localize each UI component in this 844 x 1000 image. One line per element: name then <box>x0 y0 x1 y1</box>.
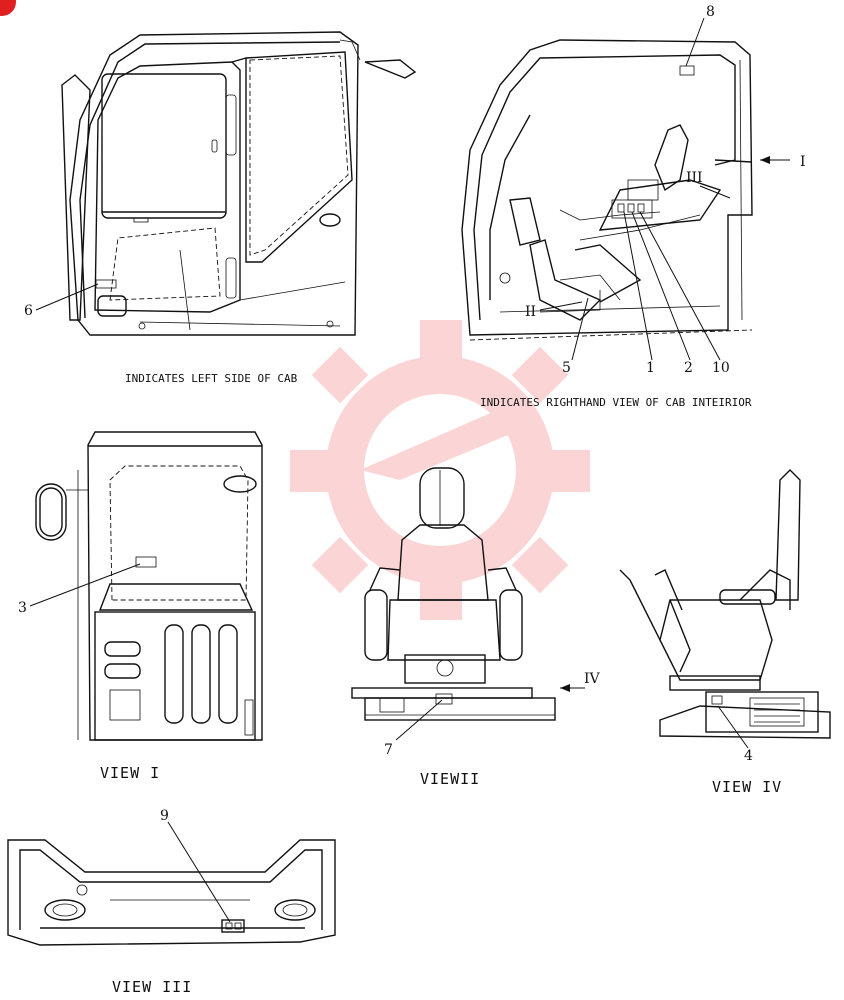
callout-9: 9 <box>160 808 169 824</box>
view-marker-2: II <box>525 304 536 320</box>
callout-2: 2 <box>684 360 693 376</box>
corner-badge-icon <box>0 0 16 16</box>
view-4-label: VIEW IV <box>712 778 782 796</box>
callout-4: 4 <box>744 748 753 764</box>
callout-1: 1 <box>646 360 655 376</box>
view-2-drawing <box>351 467 556 721</box>
right-interior-cab-drawing <box>461 39 753 341</box>
callout-6: 6 <box>24 303 33 319</box>
view-marker-4: IV <box>584 671 601 687</box>
view-1-label: VIEW I <box>100 764 160 782</box>
caption-right-interior: INDICATES RIGHTHAND VIEW OF CAB INTEIRIO… <box>480 396 752 409</box>
view-marker-3: III <box>686 170 703 186</box>
callout-5: 5 <box>562 360 571 376</box>
left-side-cab-drawing <box>61 31 417 336</box>
view-3-label: VIEW III <box>112 978 192 996</box>
view-2-label: VIEWII <box>420 770 480 788</box>
view-1-drawing <box>35 431 263 741</box>
view-marker-1: I <box>800 154 806 170</box>
callout-10: 10 <box>712 360 730 376</box>
view-3-drawing <box>7 839 336 946</box>
callout-7: 7 <box>384 742 393 758</box>
caption-left-side: INDICATES LEFT SIDE OF CAB <box>125 372 298 385</box>
callout-3: 3 <box>18 600 27 616</box>
view-4-drawing <box>619 469 831 739</box>
callout-8: 8 <box>706 4 715 20</box>
